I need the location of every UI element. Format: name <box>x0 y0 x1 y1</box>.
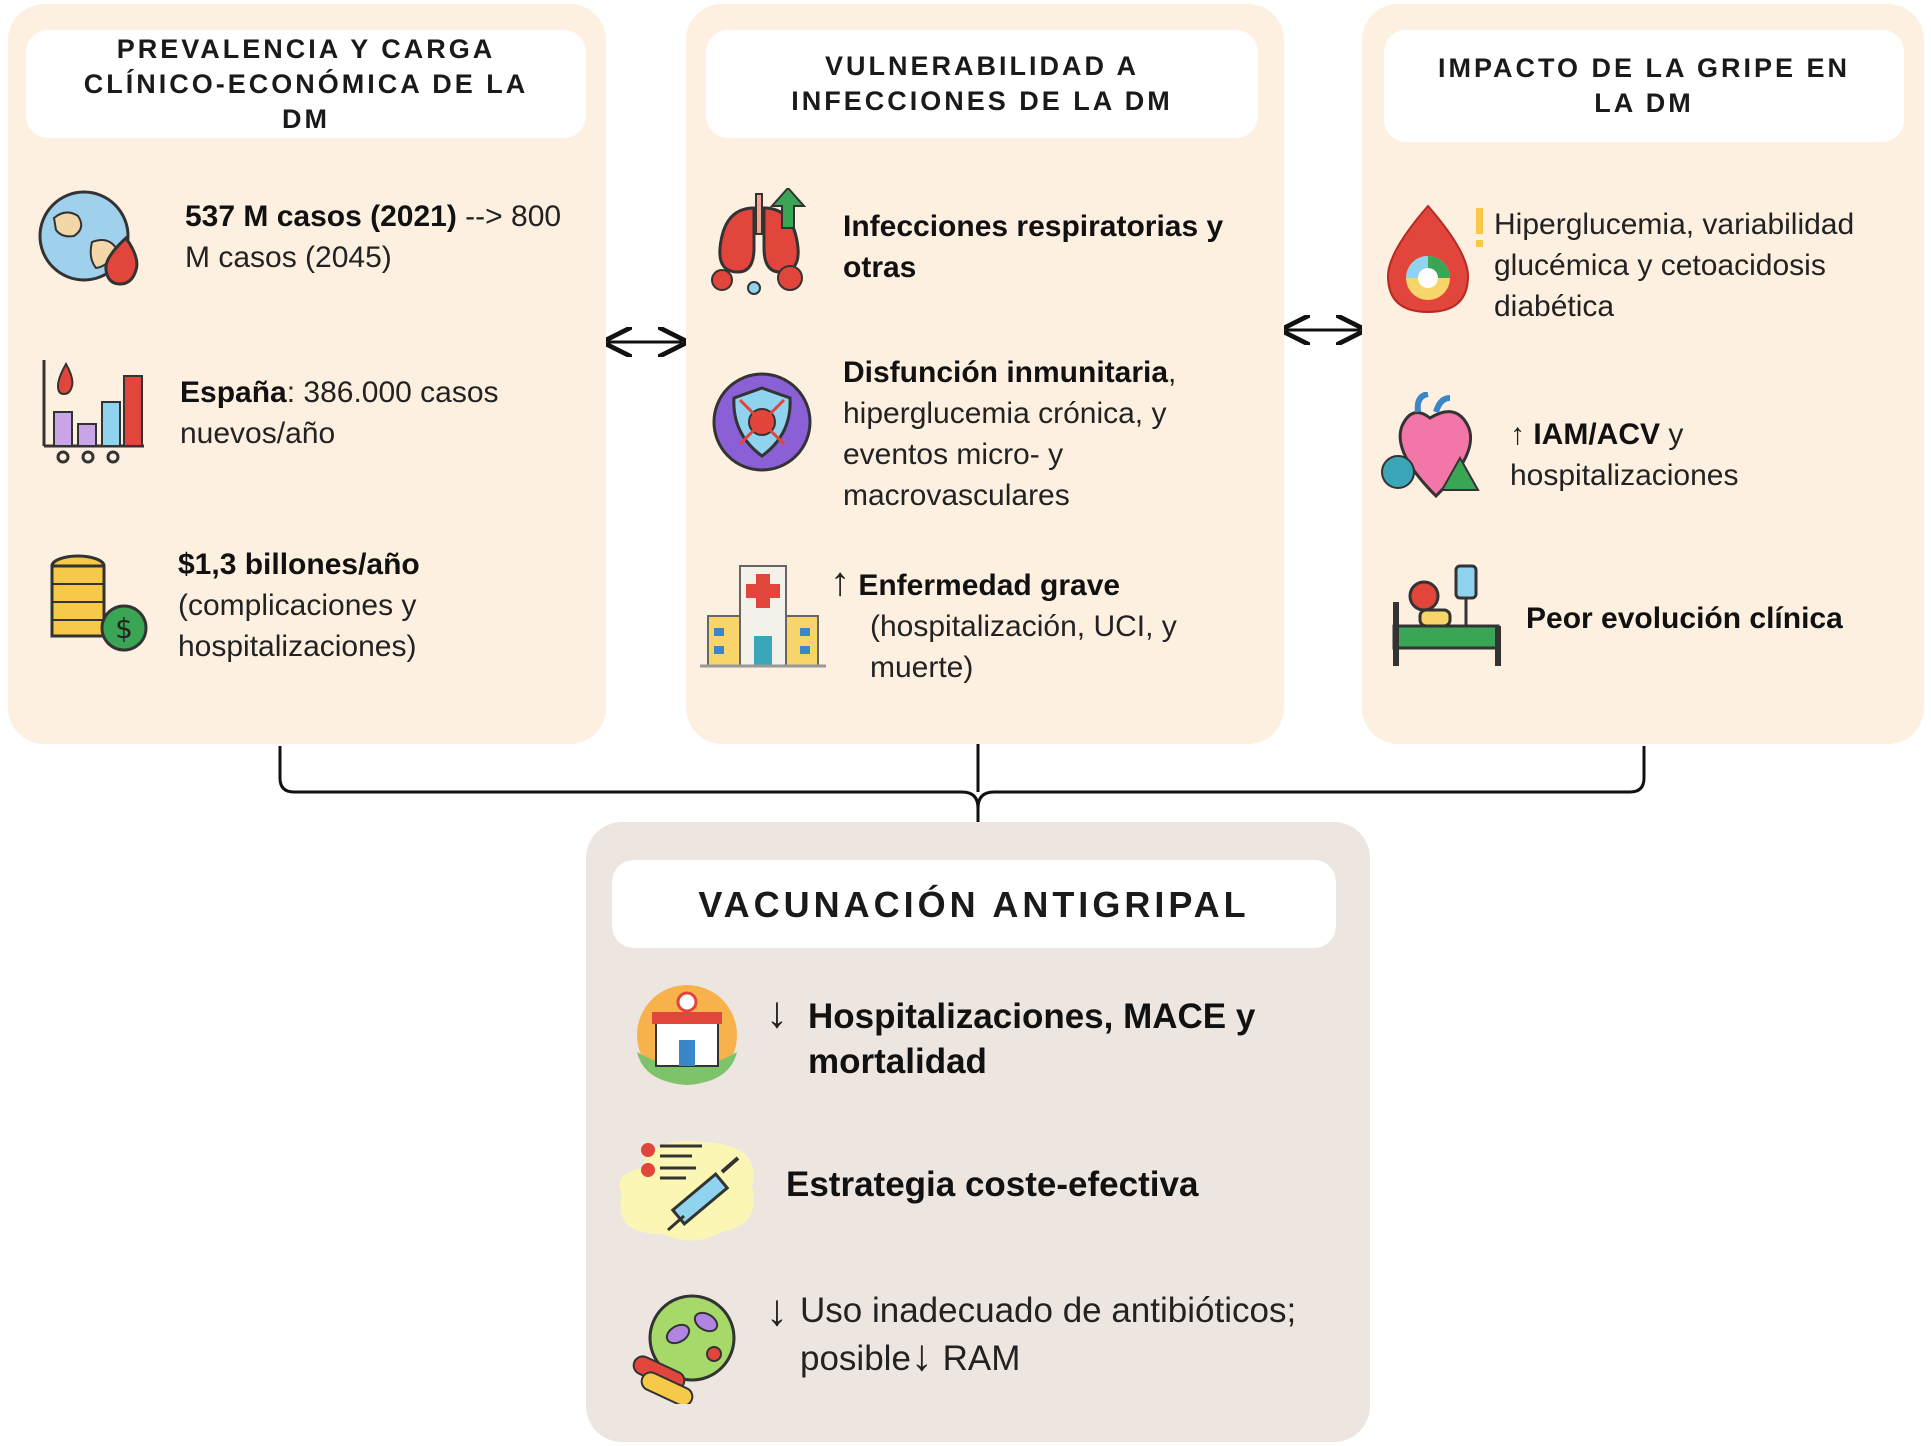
syringe-checklist-icon <box>619 1141 754 1241</box>
bar-chart-blood-icon <box>42 360 144 464</box>
impact-item-1: Hiperglucemia, variabilidad glucémica y … <box>1494 208 1855 323</box>
lungs-virus-icon <box>711 188 807 295</box>
vulnerability-item-1: Infecciones respiratorias y otras <box>843 210 1224 284</box>
vaccination-item-3: ↓ Uso inadecuado de antibióticos; posibl… <box>766 1286 1297 1380</box>
prevalence-title: PREVALENCIA Y CARGA CLÍNICO-ECONÓMICA DE… <box>26 30 586 138</box>
vaccination-title: VACUNACIÓN ANTIGRIPAL <box>612 860 1336 948</box>
vaccination-item-1: ↓ Hospitalizaciones, MACE y mortalidad <box>766 988 1256 1081</box>
blood-drop-alert-icon <box>1386 204 1483 314</box>
hospital-building-icon <box>700 565 826 668</box>
clinic-icon <box>637 985 737 1085</box>
vulnerability-item-2: Disfunción inmunitaria, hiperglucemia cr… <box>843 356 1177 512</box>
prevalence-item-3: $1,3 billones/año(complicaciones y hospi… <box>178 548 420 663</box>
hospital-bed-icon <box>1392 564 1501 666</box>
prevalence-item-1: 537 M casos (2021) --> 800 M casos (2045… <box>185 200 562 274</box>
svg-text:$: $ <box>115 612 133 645</box>
vaccination-item-2: Estrategia coste-efectiva <box>786 1165 1199 1204</box>
virus-shield-icon <box>712 372 812 472</box>
bacteria-pills-icon <box>632 1294 736 1404</box>
prevalence-item-2: España: 386.000 casos nuevos/año <box>180 376 499 450</box>
impact-title: IMPACTO DE LA GRIPE EN LA DM <box>1384 30 1904 142</box>
globe-blood-icon <box>38 190 139 286</box>
heart-virus-icon <box>1381 392 1480 499</box>
impact-item-2: ↑ IAM/ACV y hospitalizaciones <box>1510 418 1739 492</box>
bracket-connector <box>278 746 1646 822</box>
vulnerability-item-3: ↑ Enfermedad grave (hospitalización, UCI… <box>830 560 1177 685</box>
impact-item-3: Peor evolución clínica <box>1526 602 1843 635</box>
vulnerability-title: VULNERABILIDAD A INFECCIONES DE LA DM <box>706 30 1258 138</box>
coins-dollar-icon: $ <box>50 554 148 652</box>
